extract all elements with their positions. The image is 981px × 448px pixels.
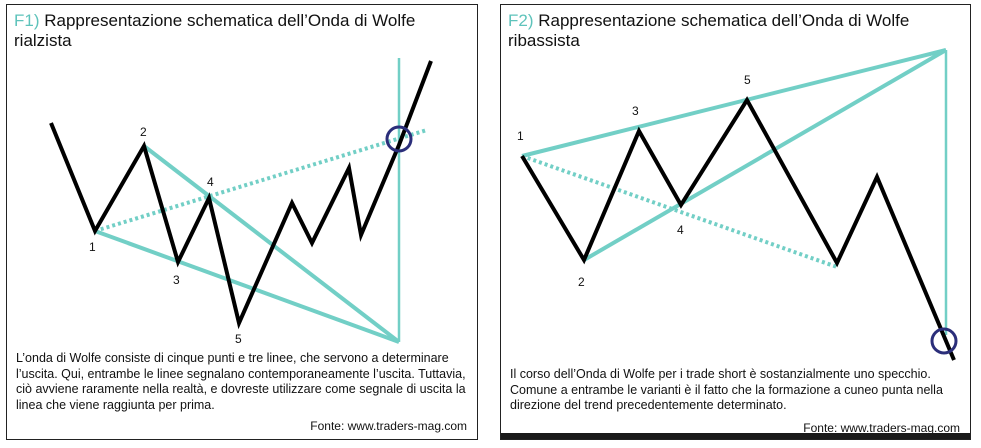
figure-tag: F1) [14, 11, 40, 30]
point-label-3: 3 [632, 104, 639, 118]
point-label-5: 5 [235, 332, 242, 346]
point-label-4: 4 [207, 175, 214, 189]
point-label-2: 2 [578, 275, 585, 289]
price-path [520, 96, 956, 361]
line-1-3-target [94, 229, 400, 344]
exit-circle [930, 327, 958, 355]
exit-circle [385, 125, 413, 153]
bearish-wolfe-diagram: 1 2 3 4 5 [517, 48, 958, 361]
line-2-4-target [142, 144, 401, 344]
source-credit: Fonte: www.traders-mag.com [803, 421, 960, 435]
panel-bearish-wolfe-wave: F2) Rappresentazione schematica dell’Ond… [500, 4, 971, 440]
line-2-4-target [582, 48, 948, 262]
panel-title: F1) Rappresentazione schematica dell’Ond… [14, 11, 469, 51]
point-label-1: 1 [517, 129, 524, 143]
dotted-line-1-4 [521, 154, 838, 269]
point-label-1: 1 [89, 240, 96, 254]
title-line-2: ribassista [508, 31, 580, 50]
panel-title: F2) Rappresentazione schematica dell’Ond… [508, 11, 962, 51]
source-credit: Fonte: www.traders-mag.com [310, 419, 467, 433]
point-label-4: 4 [677, 223, 684, 237]
figure-tag: F2) [508, 11, 534, 30]
dotted-line-1-4 [94, 128, 428, 233]
bullish-wolfe-diagram: 1 2 3 4 5 [49, 58, 433, 346]
point-label-2: 2 [140, 125, 147, 139]
point-label-3: 3 [173, 273, 180, 287]
point-label-5: 5 [744, 73, 751, 87]
line-1-3-target [521, 48, 947, 158]
panel-bullish-wolfe-wave: F1) Rappresentazione schematica dell’Ond… [6, 4, 478, 440]
bottom-bar [501, 433, 970, 439]
title-line-2: rialzista [14, 31, 72, 50]
title-line-1: Rappresentazione schematica dell’Onda di… [44, 11, 416, 30]
description: Il corso dell’Onda di Wolfe per i trade … [510, 367, 943, 412]
description: L’onda di Wolfe consiste di cinque punti… [16, 351, 466, 412]
title-line-1: Rappresentazione schematica dell’Onda di… [538, 11, 910, 30]
price-path [49, 60, 433, 330]
